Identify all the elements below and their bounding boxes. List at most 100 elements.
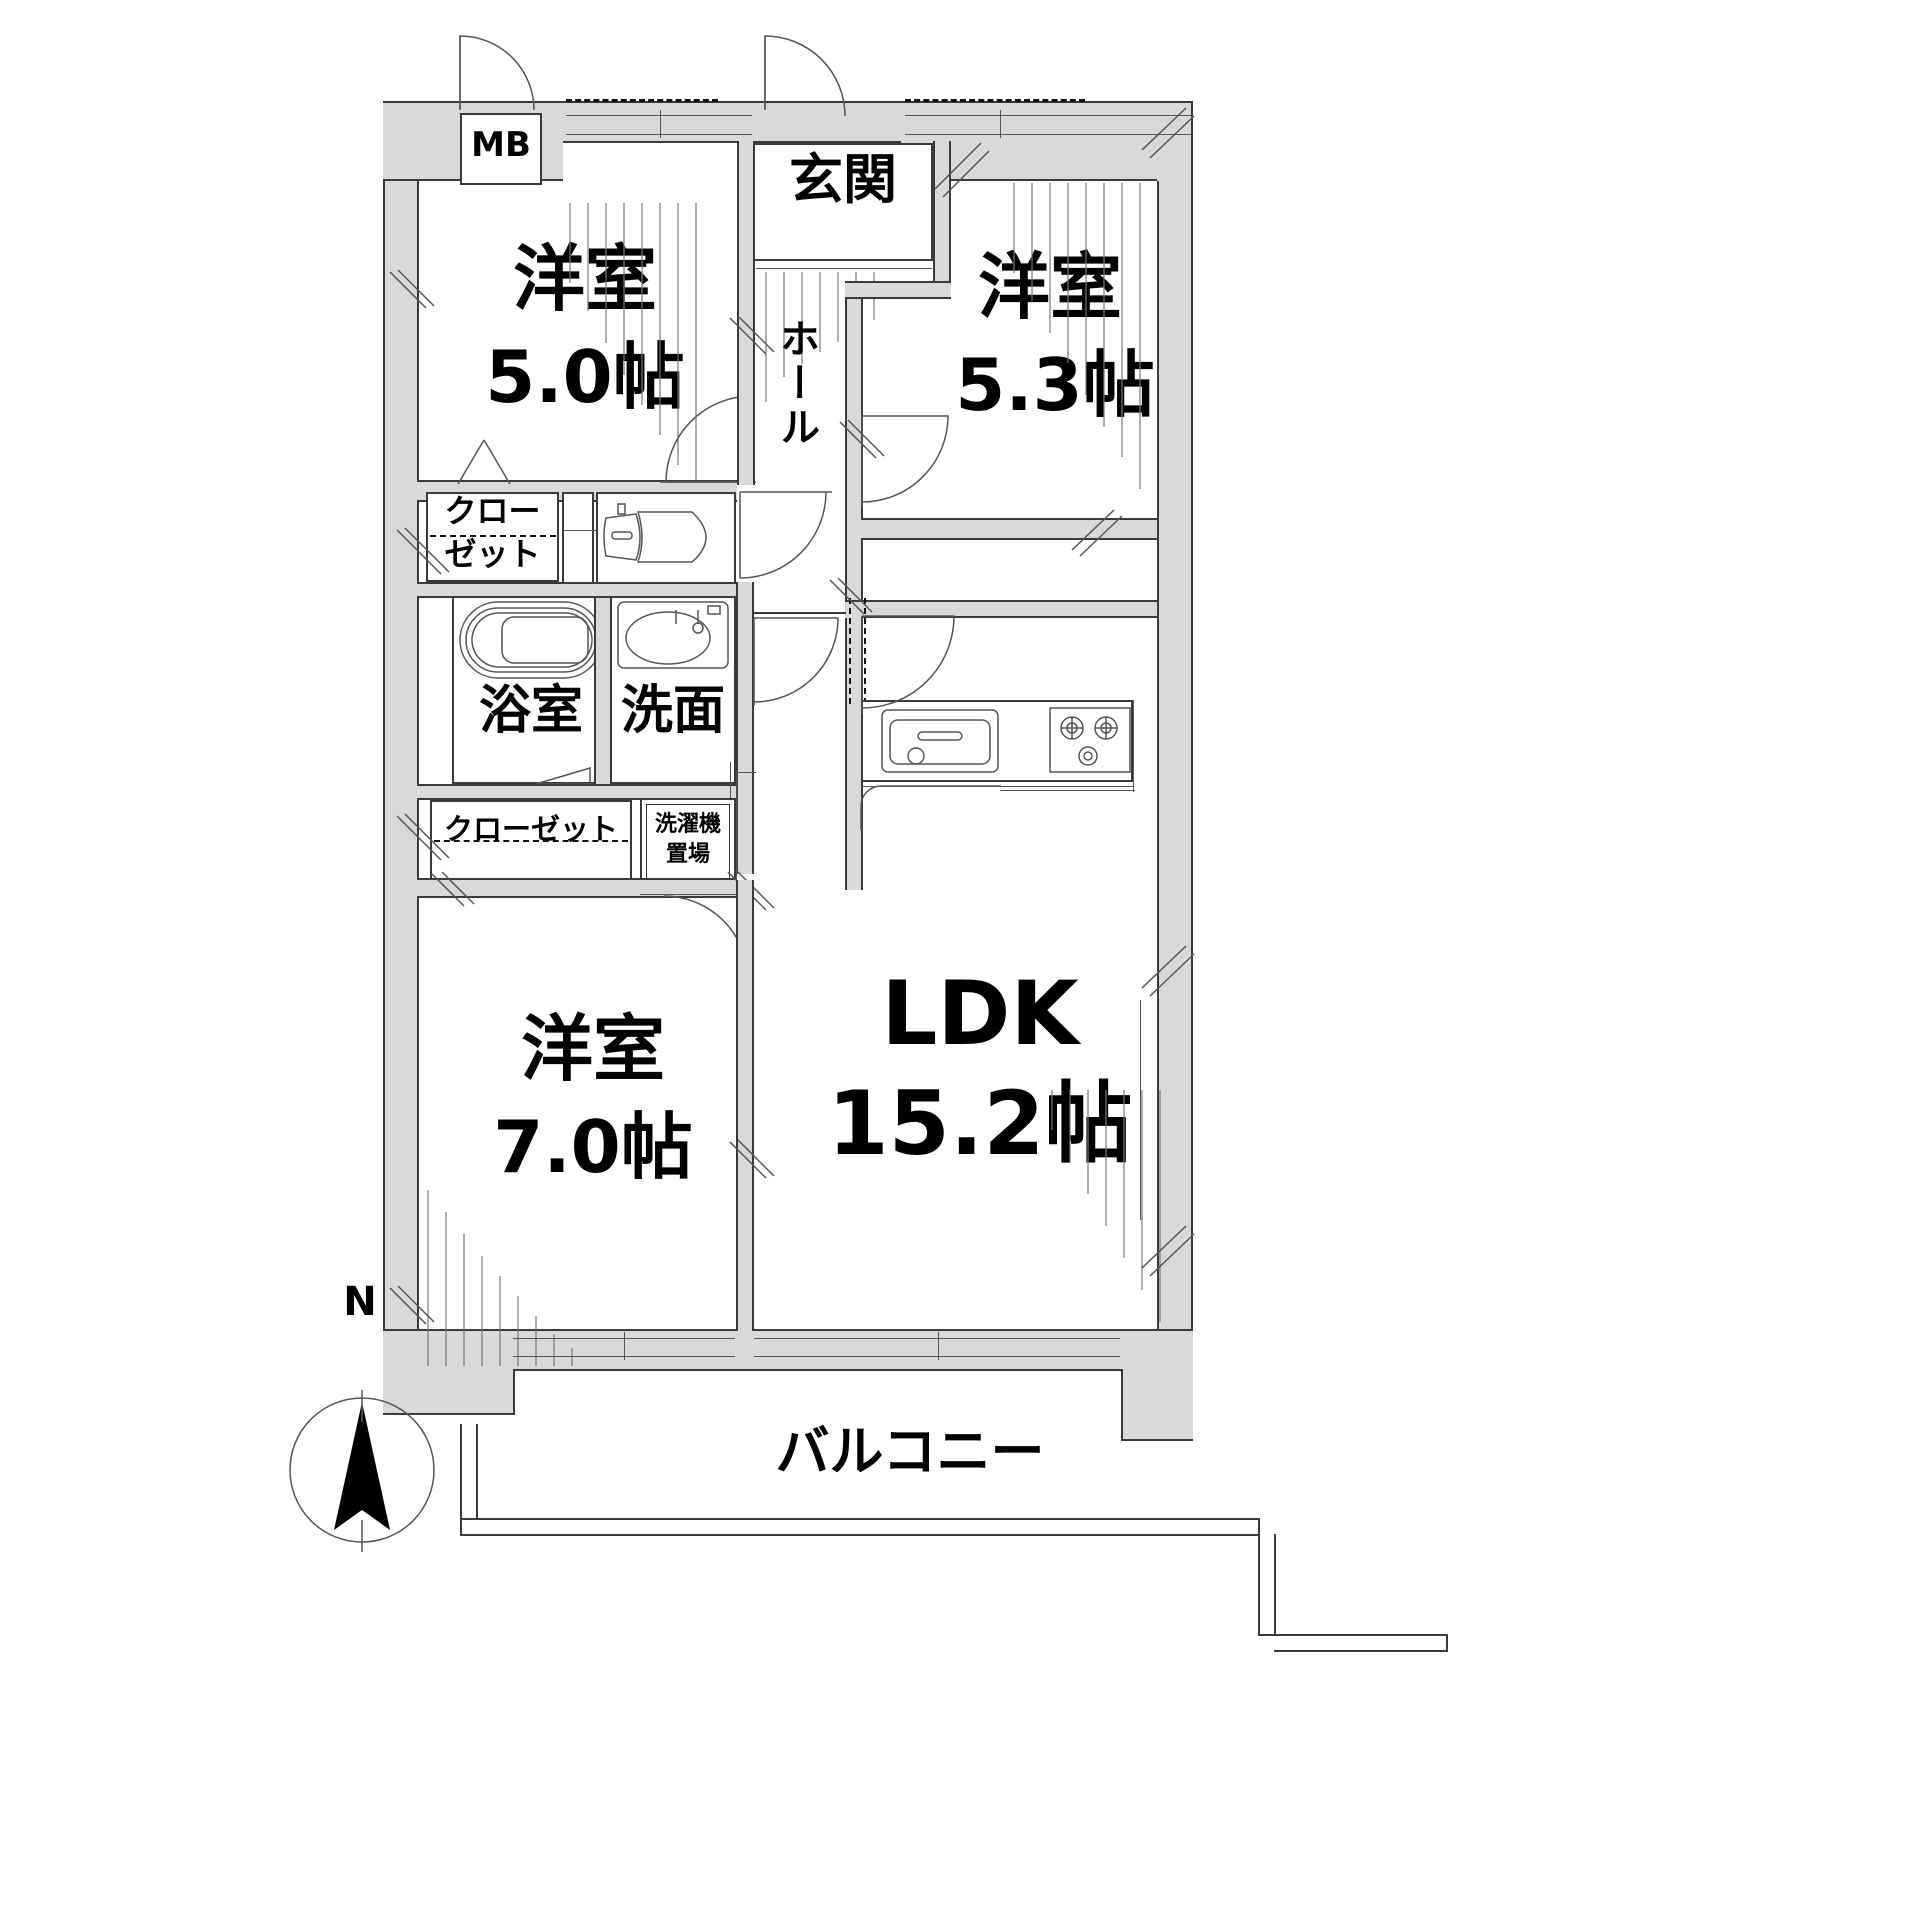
wall-top-mid [753, 103, 901, 143]
balcony-label: バルコニー [775, 1420, 1045, 1483]
wall-hatch-ldk-right [1141, 945, 1195, 997]
wall-bottom-outline-right [1121, 1439, 1193, 1441]
wall-outline-top-inner-right [901, 179, 1193, 181]
kitchen-counter-round [860, 785, 1001, 830]
wall-room-c-ldk-l2 [752, 880, 754, 1331]
room-a-closet-door-marker [457, 439, 511, 485]
wall-kitchen-top-l2 [861, 616, 1157, 618]
kitchen-door-arc [861, 615, 955, 714]
wall-hatch-room-b-bottom [1071, 509, 1123, 557]
room-c-hatch [427, 1190, 573, 1366]
laundry-ext-line [640, 894, 736, 896]
wall-right-washroom-l1 [736, 582, 738, 874]
washroom-slide-door [730, 762, 732, 798]
wall-hatch-room-c-right [729, 1139, 775, 1179]
laundry-ext-vline [736, 772, 738, 896]
wall-above-bath-l2 [417, 596, 737, 598]
genkan-label: 玄関 [789, 148, 897, 211]
wall-exterior-right [1157, 103, 1193, 1369]
wall-right-outer-line [1191, 103, 1193, 1369]
wall-bottom-right [1121, 1331, 1193, 1441]
wall-above-bath [417, 582, 737, 598]
wall-bath-washroom-l2 [610, 584, 612, 794]
kitchen-sink-icon [881, 709, 999, 773]
window-dash-top-left [566, 99, 718, 102]
wall-right-washroom [736, 582, 754, 874]
room-b-hatch [1013, 183, 1141, 489]
wall-kitchen-top [845, 600, 1157, 618]
wall-bottom-right-edge [1121, 1369, 1123, 1441]
toilet-icon [603, 503, 707, 563]
window-frame-a-1 [566, 115, 752, 117]
kitchen-counter-edge-2 [1000, 790, 1135, 792]
wall-right-washroom-l2 [752, 582, 754, 874]
wall-hatch-right-exterior [1141, 107, 1195, 159]
wall-genkan-left [737, 141, 755, 485]
wall-below-closet-lower [417, 880, 737, 896]
ldk-window-3 [938, 1332, 940, 1360]
wall-below-closet-l2 [417, 896, 737, 898]
ldk-window-1 [754, 1338, 1120, 1340]
window-frame-b-1 [905, 115, 1191, 117]
ldk-hatch [1051, 1090, 1161, 1322]
kitchen-opening-dash-1 [849, 598, 851, 704]
bathtub-icon [459, 601, 603, 679]
balcony-rail-outer [460, 1518, 1260, 1520]
wall-hatch-genkan-corner [934, 142, 990, 198]
kitchen-counter-edge-3 [1133, 700, 1135, 792]
wall-room-b-bottom-line2 [861, 538, 1157, 540]
wall-genkan-jog [845, 281, 951, 299]
room-c-window-3 [624, 1332, 626, 1360]
wall-genkan-left-line2 [753, 141, 755, 485]
wall-bottom-mid [513, 1331, 1159, 1369]
wall-room-c-ldk [736, 880, 754, 1331]
wall-bottom-outline-left [383, 1413, 515, 1415]
mb-door-arc [459, 35, 535, 111]
toilet-door-arc [739, 491, 832, 579]
genkan-step-line [756, 268, 932, 270]
washroom-label: 洗面 [620, 681, 725, 741]
wall-exterior-left [383, 181, 419, 1369]
room-a-hatch [569, 203, 697, 495]
ldk-right-window-1 [1140, 1000, 1142, 1220]
ldk-window-2 [754, 1356, 1120, 1358]
closet-lower-rod [434, 840, 628, 842]
wall-outline-top-inner-mid [563, 141, 901, 143]
wall-kitchen-top-l1 [845, 600, 1157, 602]
room-a-name: 洋室 [512, 237, 657, 321]
balcony-rail-step-v1 [1258, 1518, 1260, 1636]
wall-above-bath-l1 [417, 582, 737, 584]
hall-hatch [765, 272, 875, 402]
hall-label: ホール [773, 318, 819, 450]
genkan-door-arc [764, 35, 846, 117]
wall-below-closet-l1 [417, 878, 737, 880]
wall-left-inner-line [417, 181, 419, 1369]
wall-hatch-closet-lower-b [431, 871, 475, 907]
washbasin-icon [617, 601, 729, 669]
balcony-rail-right [1446, 1634, 1448, 1652]
window-dash-top-right [905, 99, 1085, 102]
wall-genkan-right-line1 [933, 141, 935, 297]
wall-hall-right [845, 281, 863, 611]
toilet-room [596, 492, 736, 584]
wall-room-a-bottom-line1 [417, 480, 737, 482]
ldk-name: LDK [881, 962, 1079, 1065]
balcony-rail-left [460, 1424, 462, 1536]
laundry-box-inner [646, 804, 730, 888]
wall-kitchen-left-l1 [845, 600, 847, 890]
wall-hatch-closet-upper [396, 527, 450, 575]
wall-below-bath-l1 [417, 784, 737, 786]
wall-hall-right-line1 [845, 281, 847, 611]
hall-ldk-door-arc [753, 617, 839, 706]
mb-box [460, 113, 542, 185]
wall-hatch-hall-left [729, 315, 775, 355]
wall-below-bath-l2 [417, 798, 737, 800]
room-c-name: 洋室 [520, 1007, 665, 1091]
balcony-rail-step-h2 [1274, 1650, 1448, 1652]
closet-upper-label-2: ゼット [444, 535, 541, 573]
mb-label: MB [471, 125, 531, 165]
room-c-area: 7.0帖 [493, 1105, 693, 1189]
wall-hatch-ldk-right-2 [1141, 1225, 1195, 1277]
compass-icon [289, 1390, 435, 1552]
